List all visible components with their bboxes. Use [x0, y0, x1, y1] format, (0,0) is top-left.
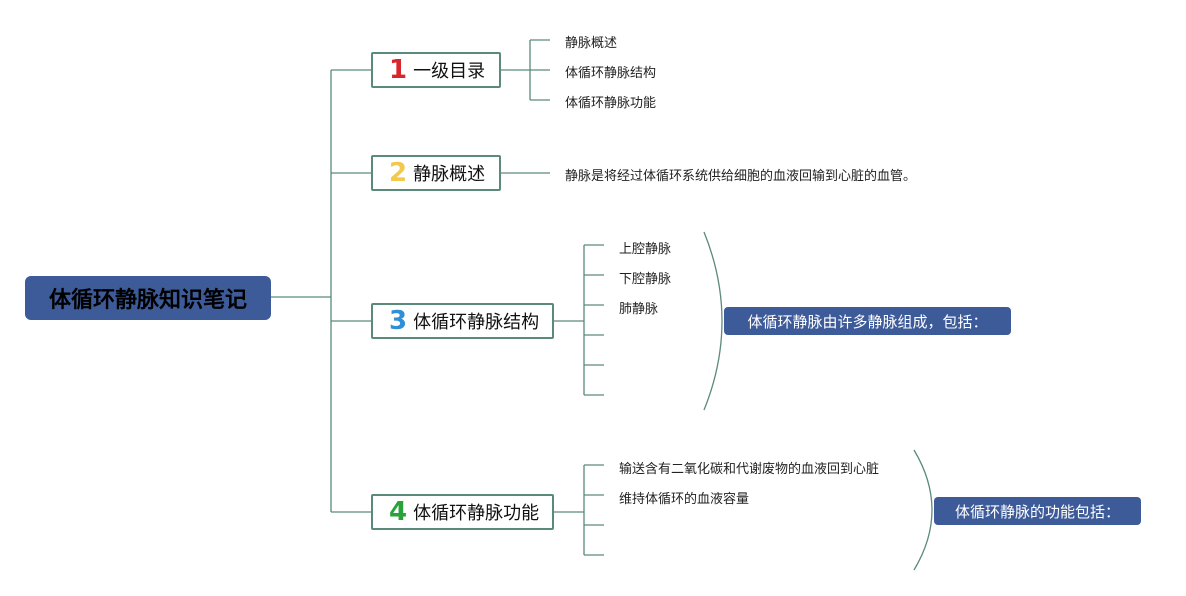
root-topic[interactable]: 体循环静脉知识笔记: [25, 276, 271, 320]
branch-label: 体循环静脉结构: [413, 312, 540, 333]
leaf-item[interactable]: 体循环静脉结构: [565, 66, 657, 81]
leaf-item[interactable]: 静脉概述: [565, 36, 618, 51]
branch-number: 3: [389, 306, 408, 336]
branch-label: 体循环静脉功能: [413, 503, 540, 524]
branch-number: 2: [389, 158, 408, 188]
branch-toc[interactable]: 1 一级目录: [371, 52, 501, 88]
summary-label: 体循环静脉的功能包括：: [954, 502, 1120, 521]
branch-label: 一级目录: [413, 61, 486, 82]
branch-structure[interactable]: 3 体循环静脉结构: [371, 303, 554, 339]
branch-overview[interactable]: 2 静脉概述: [371, 155, 501, 191]
leaf-item[interactable]: 维持体循环的血液容量: [619, 492, 750, 507]
branch-number: 1: [389, 55, 408, 85]
branch-label: 静脉概述: [413, 164, 486, 185]
leaf-item[interactable]: 静脉是将经过体循环系统供给细胞的血液回输到心脏的血管。: [565, 169, 917, 184]
leaf-item[interactable]: 下腔静脉: [619, 272, 672, 287]
leaf-item[interactable]: 体循环静脉功能: [565, 96, 657, 111]
branch-function[interactable]: 4 体循环静脉功能: [371, 494, 554, 530]
leaf-item[interactable]: 上腔静脉: [619, 242, 672, 257]
leaf-item[interactable]: 输送含有二氧化碳和代谢废物的血液回到心脏: [619, 462, 880, 477]
root-topic-label: 体循环静脉知识笔记: [48, 288, 247, 313]
summary-structure[interactable]: 体循环静脉由许多静脉组成，包括：: [724, 307, 1011, 335]
leaf-item[interactable]: 肺静脉: [619, 302, 659, 317]
branch-number: 4: [389, 497, 408, 527]
summary-label: 体循环静脉由许多静脉组成，包括：: [747, 312, 988, 331]
summary-function[interactable]: 体循环静脉的功能包括：: [934, 497, 1141, 525]
